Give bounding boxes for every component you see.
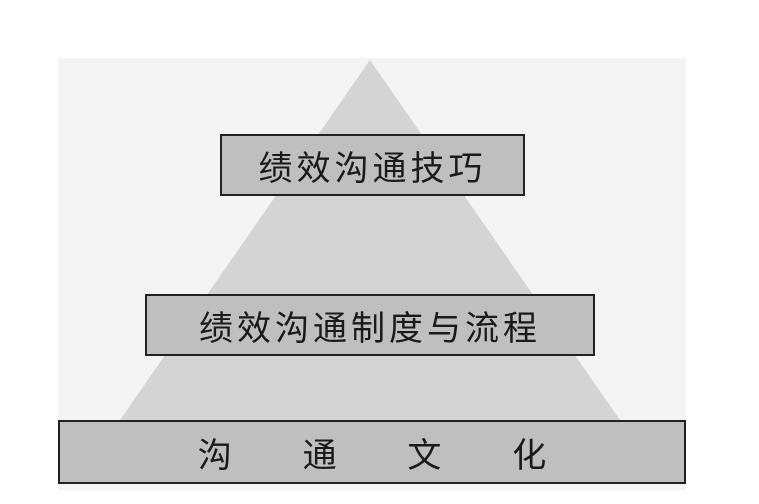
pyramid-level-middle: 绩效沟通制度与流程 — [145, 294, 595, 356]
pyramid-level-top: 绩效沟通技巧 — [220, 134, 525, 196]
pyramid-level-base-label: 沟 通 文 化 — [197, 435, 577, 476]
pyramid-level-middle-label: 绩效沟通制度与流程 — [199, 308, 541, 349]
pyramid-triangle — [120, 60, 620, 420]
pyramid-level-base: 沟 通 文 化 — [58, 420, 686, 484]
pyramid-level-top-label: 绩效沟通技巧 — [258, 148, 487, 189]
